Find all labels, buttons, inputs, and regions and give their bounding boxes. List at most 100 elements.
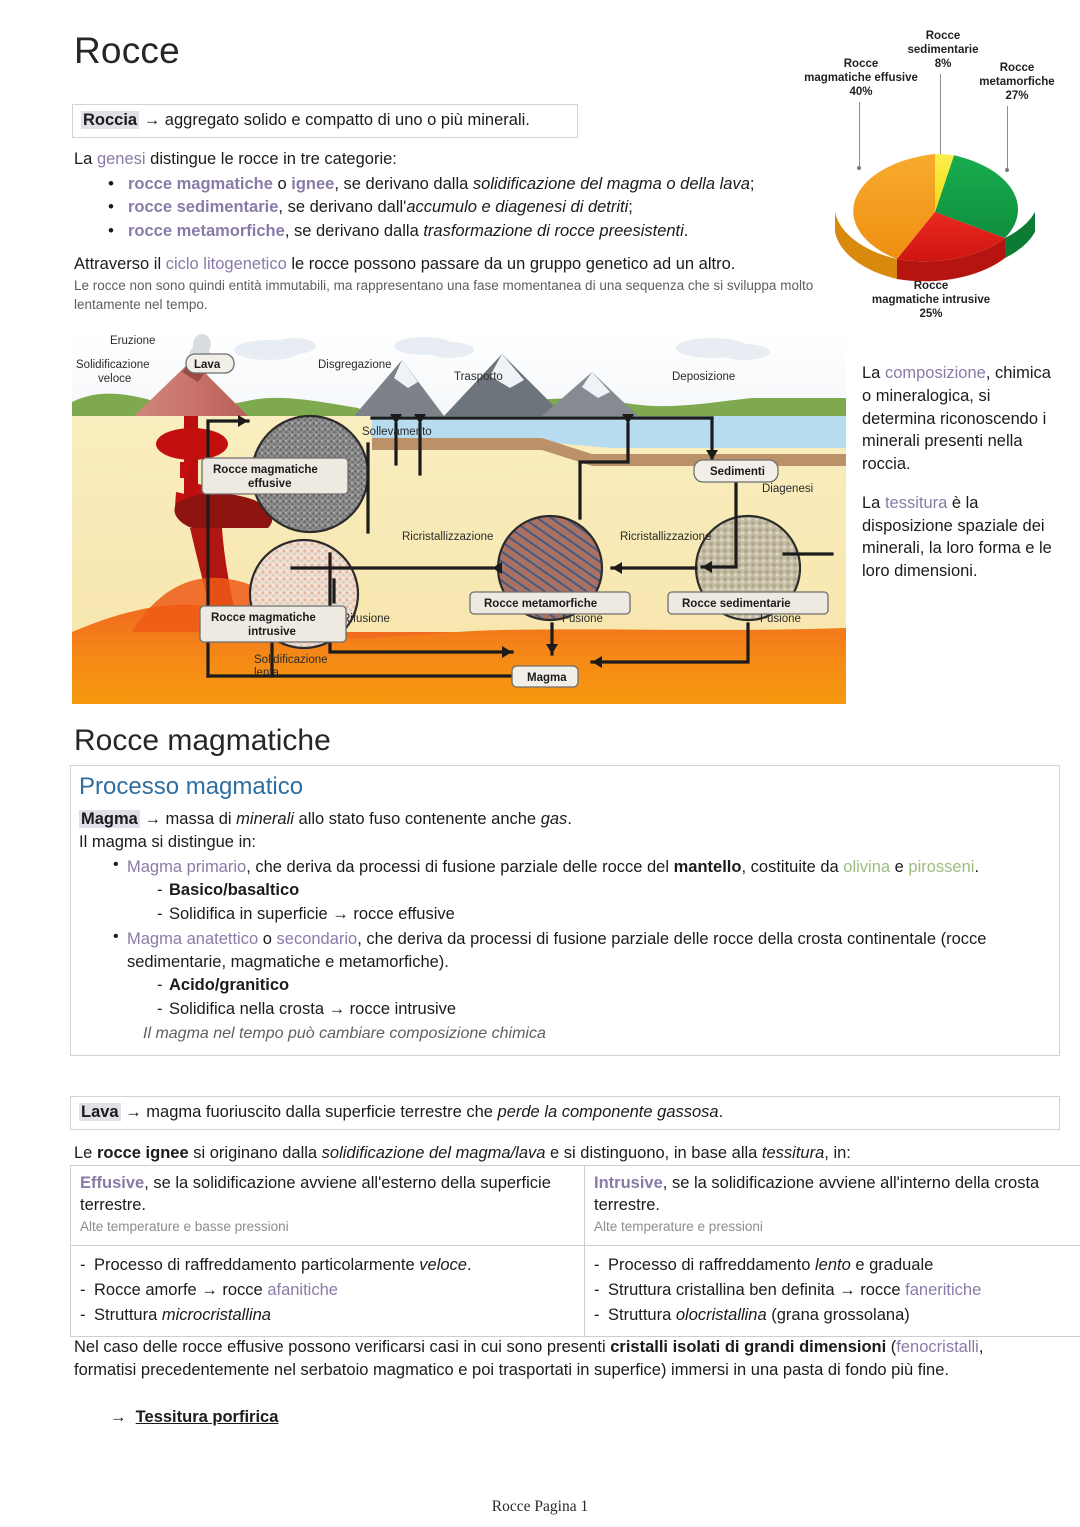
genesi-intro: La genesi distingue le rocce in tre cate… bbox=[74, 148, 397, 170]
genesi-term: genesi bbox=[96, 150, 146, 168]
category-term2: ignee bbox=[291, 175, 335, 193]
roccia-term: Roccia bbox=[81, 111, 140, 129]
ciclo-litogenetico-line: Attraverso il ciclo litogenetico le rocc… bbox=[74, 253, 735, 275]
tessitura-term: tessitura bbox=[884, 493, 948, 512]
magma-arrow: → bbox=[144, 810, 161, 829]
tessitura-porfirica-line: → Tessitura porfirica bbox=[110, 1408, 278, 1427]
cycle-label-disgregazione: Disgregazione bbox=[318, 359, 392, 371]
mantello-bold: mantello bbox=[673, 857, 742, 876]
cycle-label-fusione-2: Fusione bbox=[760, 613, 801, 625]
category-italic: accumulo e diagenesi di detriti bbox=[406, 198, 629, 217]
composizione-term: composizione bbox=[884, 364, 986, 382]
category-tail: ; bbox=[628, 198, 633, 217]
cycle-box-sedimentarie: Rocce sedimentarie bbox=[682, 598, 791, 610]
definition-box-roccia: Roccia → aggregato solido e compatto di … bbox=[72, 104, 578, 139]
category-italic: solidificazione del magma o della lava bbox=[472, 175, 750, 193]
magma-primario-term: Magma primario bbox=[127, 857, 247, 876]
leader-dot-effusive bbox=[857, 166, 861, 170]
rocce-ignee-bold: rocce ignee bbox=[96, 1144, 189, 1162]
cycle-box-lava: Lava bbox=[194, 359, 221, 371]
ciclo-b: le rocce possono passare da un gruppo ge… bbox=[286, 255, 736, 273]
table-cell-effusive-details: Processo di raffreddamento particolarmen… bbox=[70, 1245, 585, 1338]
roccia-arrow: → bbox=[143, 111, 161, 129]
category-tail: ; bbox=[749, 175, 755, 193]
pie-label-metamorfiche: Rocce metamorfiche 27% bbox=[979, 62, 1055, 102]
magma-primario-sublist: Basico/basaltico Solidifica in superfici… bbox=[127, 879, 1049, 927]
rocce-ignee-intro: Le rocce ignee si originano dalla solidi… bbox=[74, 1144, 851, 1162]
rock-cycle-diagram: Eruzione Solidificazione veloce Disgrega… bbox=[72, 332, 846, 704]
cycle-label-trasporto: Trasporto bbox=[454, 371, 503, 383]
table-cell-intrusive-header: Intrusive, se la solidificazione avviene… bbox=[584, 1164, 1080, 1247]
leader-line-metamorfiche bbox=[1007, 106, 1008, 170]
page-footer: Rocce Pagina 1 bbox=[491, 1498, 589, 1515]
cycle-box-intrusive-2: intrusive bbox=[248, 626, 296, 638]
magma-anatettico-term: Magma anatettico bbox=[127, 929, 259, 948]
magma-type-list: Magma primario, che deriva da processi d… bbox=[79, 854, 1049, 1022]
pie-label-intrusive: Rocce magmatiche intrusive 25% bbox=[871, 280, 991, 320]
table-row-headers: Effusive, se la solidificazione avviene … bbox=[70, 1164, 1080, 1247]
intrusive-detail-list: Processo di raffreddamento lento e gradu… bbox=[594, 1253, 1080, 1328]
list-item: Processo di raffreddamento particolarmen… bbox=[80, 1253, 575, 1278]
list-item: Struttura olocristallina (grana grossola… bbox=[594, 1303, 1080, 1328]
fenocristalli-paragraph: Nel caso delle rocce effusive possono ve… bbox=[74, 1338, 984, 1380]
effusive-detail-list: Processo di raffreddamento particolarmen… bbox=[80, 1253, 575, 1328]
ciclo-note: Le rocce non sono quindi entità immutabi… bbox=[74, 278, 814, 312]
pie-svg bbox=[835, 154, 1035, 282]
genesi-intro-b: distingue le rocce in tre categorie: bbox=[145, 150, 397, 168]
table-cell-effusive-header: Effusive, se la solidificazione avviene … bbox=[70, 1164, 585, 1247]
note-composizione: La composizione, chimica o mineralogica,… bbox=[862, 364, 1051, 474]
fenocristalli-term: fenocristalli bbox=[896, 1338, 979, 1356]
processo-magmatico-box: Processo magmatico Magma → massa di mine… bbox=[70, 765, 1060, 1057]
cycle-label-eruzione: Eruzione bbox=[110, 335, 155, 347]
cycle-box-effusive-2: effusive bbox=[248, 478, 291, 490]
cycle-label-rifusione: Rifusione bbox=[342, 613, 390, 625]
pie-label-sedimentarie: Rocce sedimentarie 8% bbox=[907, 30, 979, 70]
category-italic: trasformazione di rocce preesistenti bbox=[423, 221, 684, 240]
lava-arrow: → bbox=[125, 1103, 142, 1121]
faneritiche-term: faneritiche bbox=[905, 1281, 982, 1300]
pie-label-effusive: Rocce magmatiche effusive 40% bbox=[804, 58, 918, 98]
side-notes: La composizione, chimica o mineralogica,… bbox=[862, 362, 1062, 599]
porfirica-arrow: → bbox=[110, 1408, 127, 1426]
note-tessitura: La tessitura è la disposizione spaziale … bbox=[862, 493, 1052, 581]
category-term: rocce magmatiche bbox=[128, 175, 273, 193]
subsection-heading-processo-magmatico: Processo magmatico bbox=[79, 773, 304, 800]
cycle-label-deposizione: Deposizione bbox=[672, 371, 735, 383]
tessitura-porfirica-term: Tessitura porfirica bbox=[135, 1408, 279, 1426]
magma-definition-line: Magma → massa di minerali allo stato fus… bbox=[79, 810, 572, 829]
cycle-label-ricristallizzazione-1: Ricristallizzazione bbox=[402, 531, 493, 543]
pirosseni-term: pirosseni bbox=[908, 857, 975, 876]
category-term: rocce sedimentarie bbox=[128, 198, 279, 217]
sub-item: Solidifica nella crosta → rocce intrusiv… bbox=[127, 998, 1049, 1022]
rock-distribution-pie-chart: Rocce sedimentarie 8% Rocce metamorfiche… bbox=[795, 28, 1075, 320]
page-title: Rocce bbox=[74, 30, 180, 71]
magma-term: Magma bbox=[79, 810, 140, 829]
list-item-magma-anatettico: Magma anatettico o secondario, che deriv… bbox=[79, 926, 1049, 1022]
definition-box-lava: Lava → magma fuoriuscito dalla superfici… bbox=[70, 1096, 1060, 1131]
list-item: Processo di raffreddamento lento e gradu… bbox=[594, 1253, 1080, 1278]
cycle-label-solidificazione-lenta-1: Solidificazione bbox=[254, 654, 328, 666]
list-item-magma-primario: Magma primario, che deriva da processi d… bbox=[79, 854, 1049, 927]
leader-line-effusive bbox=[859, 102, 860, 168]
magma-note: Il magma nel tempo può cambiare composiz… bbox=[143, 1024, 546, 1042]
list-item: rocce sedimentarie, se derivano dall'acc… bbox=[74, 195, 814, 220]
magma-anatettico-sublist: Acido/granitico Solidifica nella crosta … bbox=[127, 974, 1049, 1022]
category-term: rocce metamorfiche bbox=[128, 221, 285, 240]
cycle-label-fusione-1: Fusione bbox=[562, 613, 603, 625]
olivina-term: olivina bbox=[843, 857, 891, 876]
intrusive-term: Intrusive bbox=[594, 1174, 663, 1192]
cycle-label-solidificazione-veloce-2: veloce bbox=[98, 373, 131, 385]
cycle-box-effusive-1: Rocce magmatiche bbox=[213, 464, 318, 476]
category-rest: , se derivano dalla bbox=[284, 221, 424, 240]
list-item: rocce metamorfiche, se derivano dalla tr… bbox=[74, 219, 814, 244]
cycle-label-sollevamento: Sollevamento bbox=[362, 426, 432, 438]
sub-item: Basico/basaltico bbox=[127, 879, 1049, 903]
cycle-label-solidificazione-veloce-1: Solidificazione bbox=[76, 359, 150, 371]
ciclo-term: ciclo litogenetico bbox=[165, 255, 287, 273]
category-tail: . bbox=[683, 221, 689, 240]
cycle-box-metamorfiche: Rocce metamorfiche bbox=[484, 598, 597, 610]
roccia-definition: aggregato solido e compatto di uno o più… bbox=[164, 111, 530, 129]
leader-dot-metamorfiche bbox=[1005, 168, 1009, 172]
effusive-intrusive-comparison-table: Effusive, se la solidificazione avviene … bbox=[70, 1164, 1080, 1338]
cycle-box-magma: Magma bbox=[527, 672, 567, 684]
